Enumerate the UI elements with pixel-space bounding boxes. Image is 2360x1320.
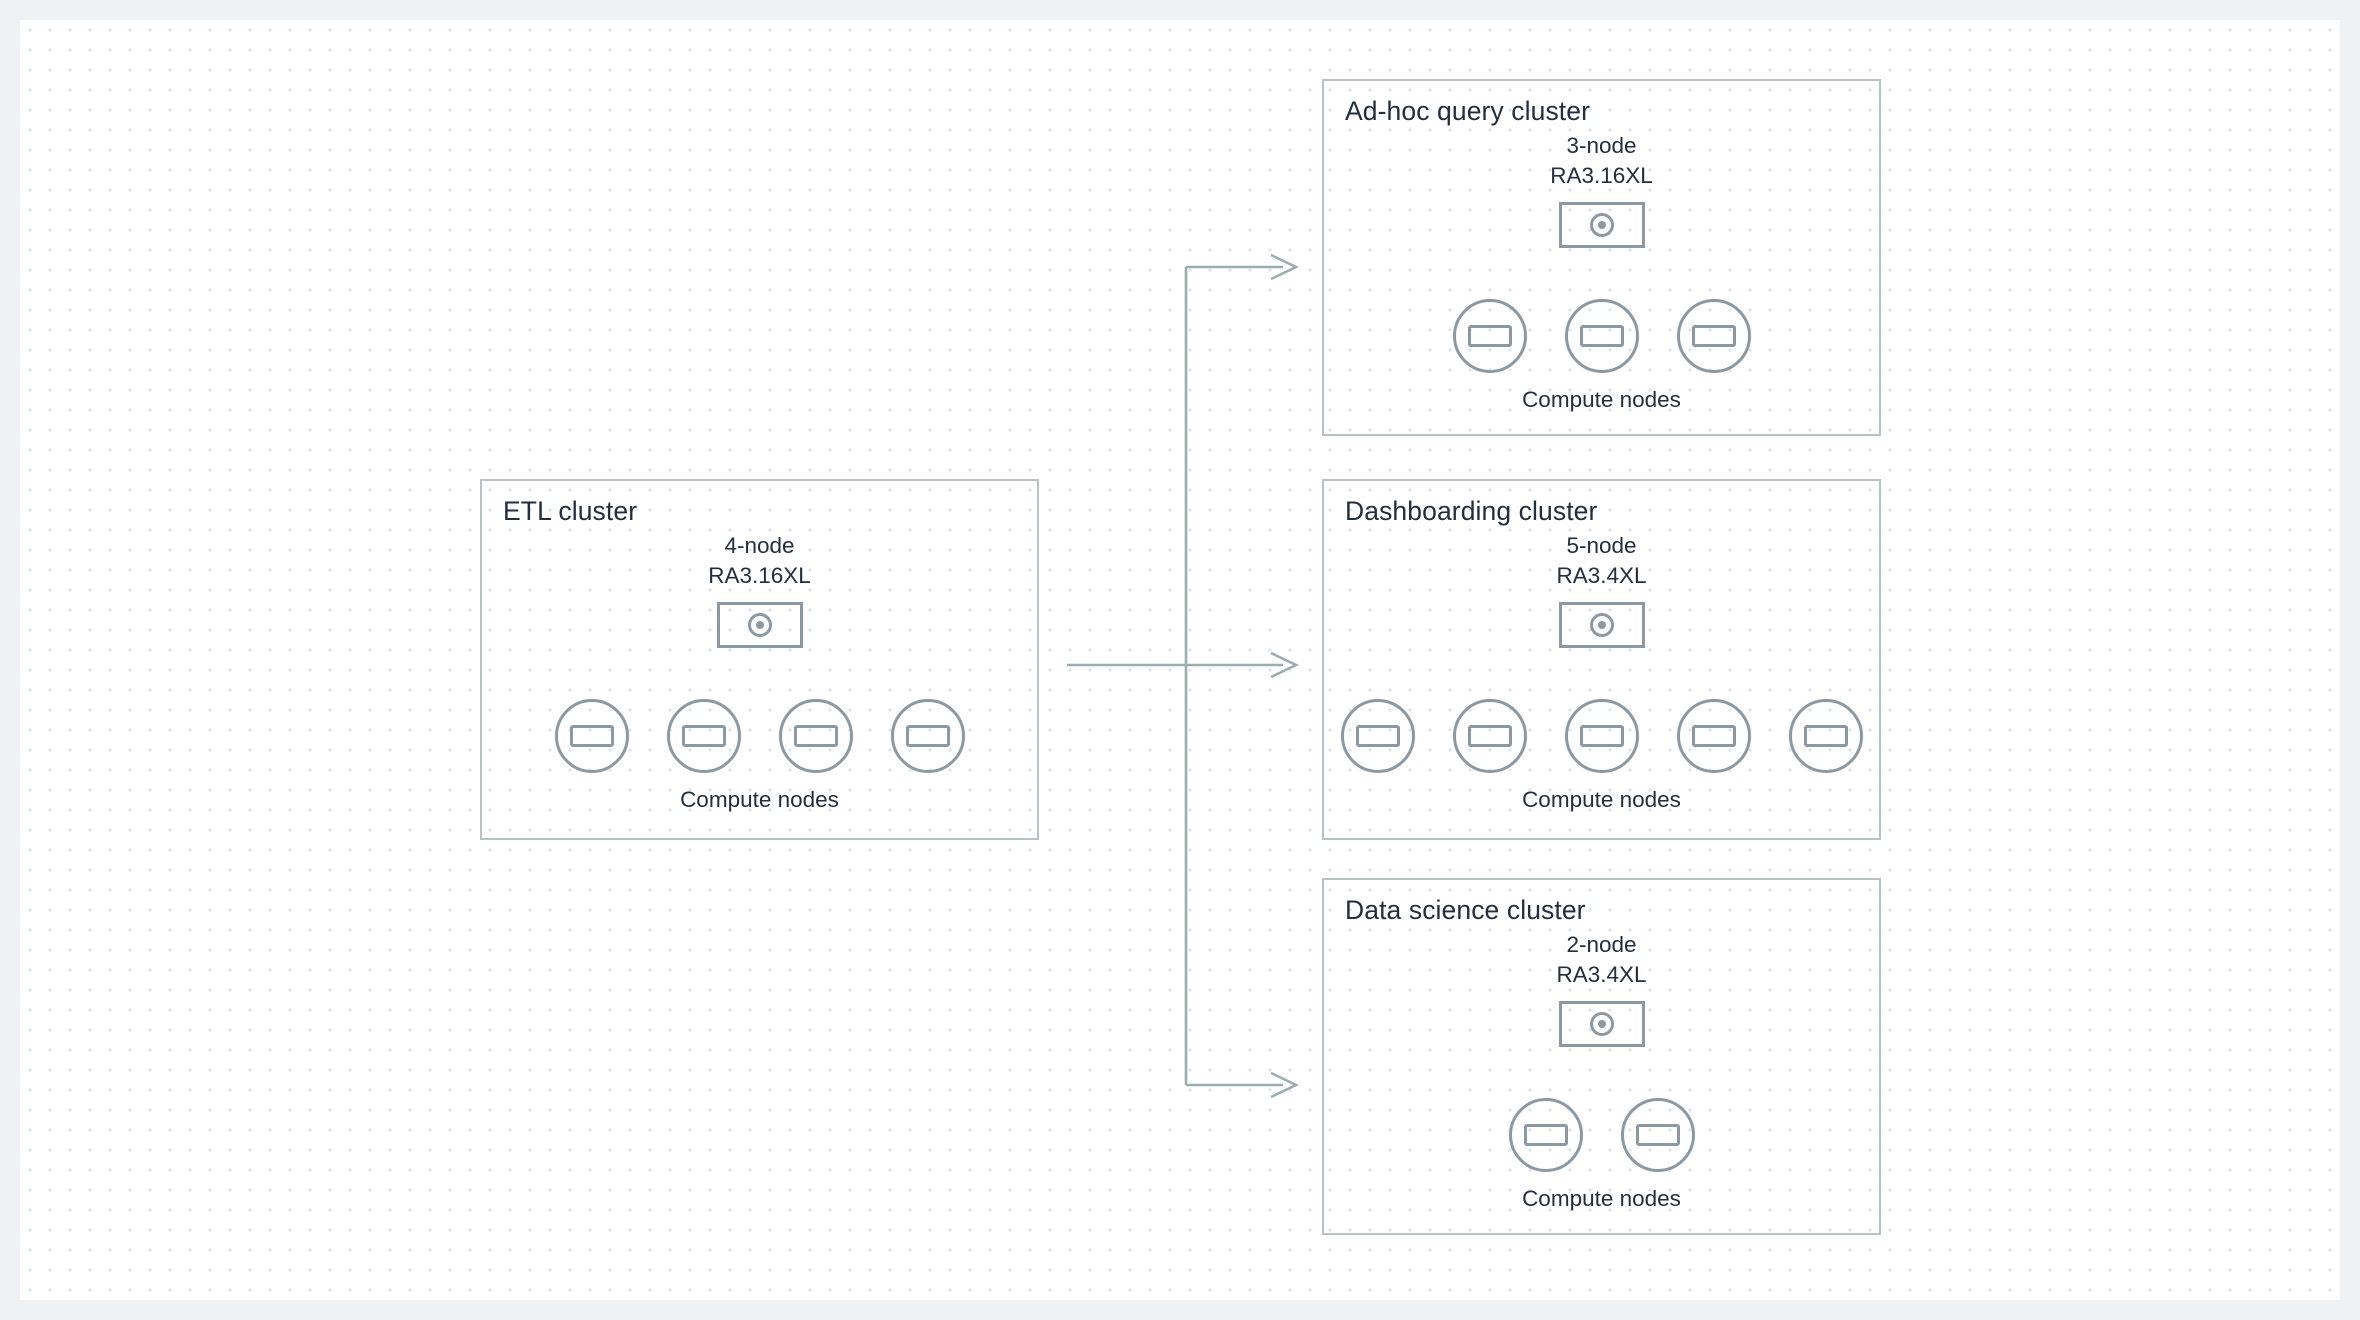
compute-node-slab-icon — [1467, 725, 1512, 747]
cluster-title-datascience: Data science cluster — [1345, 895, 1586, 925]
compute-group-adhoc: Compute nodes — [1324, 299, 1879, 414]
cluster-title-dashboarding: Dashboarding cluster — [1345, 496, 1598, 526]
leader-node-icon-adhoc[interactable] — [1558, 202, 1645, 248]
compute-node[interactable] — [1508, 1098, 1583, 1172]
compute-node[interactable] — [1340, 699, 1415, 773]
target-icon — [747, 613, 772, 637]
target-icon-center — [1597, 621, 1606, 629]
leader-node-type-datascience: RA3.4XL — [1556, 962, 1647, 987]
leader-node-type-dashboarding: RA3.4XL — [1556, 563, 1647, 588]
compute-node[interactable] — [778, 699, 853, 773]
target-icon-center — [1597, 1020, 1606, 1028]
leader-node-etl: 4-node RA3.16XL — [482, 531, 1037, 648]
leader-node-count-adhoc: 3-node — [1566, 133, 1637, 158]
cluster-box-datascience[interactable]: Data science cluster 2-node RA3.4XL Comp… — [1322, 878, 1881, 1235]
compute-node-row-dashboarding — [1340, 699, 1863, 773]
leader-node-type-adhoc: RA3.16XL — [1550, 163, 1653, 188]
compute-node[interactable] — [554, 699, 629, 773]
compute-node[interactable] — [1676, 699, 1751, 773]
compute-node-slab-icon — [1467, 325, 1512, 347]
leader-node-count-datascience: 2-node — [1566, 932, 1637, 957]
leader-node-datascience: 2-node RA3.4XL — [1324, 930, 1879, 1047]
compute-node[interactable] — [1452, 699, 1527, 773]
compute-node-slab-icon — [1355, 725, 1400, 747]
compute-group-datascience: Compute nodes — [1324, 1098, 1879, 1213]
compute-node-slab-icon — [1691, 325, 1736, 347]
compute-node-slab-icon — [1579, 725, 1624, 747]
compute-node-slab-icon — [681, 725, 726, 747]
compute-node[interactable] — [1620, 1098, 1695, 1172]
leader-node-count-dashboarding: 5-node — [1566, 533, 1637, 558]
compute-node[interactable] — [1564, 699, 1639, 773]
leader-node-count-etl: 4-node — [724, 533, 795, 558]
compute-node-slab-icon — [1803, 725, 1848, 747]
target-icon — [1589, 213, 1614, 237]
compute-nodes-caption-dashboarding: Compute nodes — [1522, 787, 1681, 812]
leader-node-dashboarding: 5-node RA3.4XL — [1324, 531, 1879, 648]
compute-node-row-adhoc — [1452, 299, 1751, 373]
compute-node[interactable] — [890, 699, 965, 773]
compute-node[interactable] — [1788, 699, 1863, 773]
compute-node[interactable] — [666, 699, 741, 773]
compute-node-slab-icon — [1523, 1124, 1568, 1146]
compute-node-slab-icon — [793, 725, 838, 747]
compute-nodes-caption-datascience: Compute nodes — [1522, 1186, 1681, 1211]
compute-node-slab-icon — [905, 725, 950, 747]
leader-node-type-etl: RA3.16XL — [708, 563, 811, 588]
compute-nodes-caption-adhoc: Compute nodes — [1522, 387, 1681, 412]
compute-group-dashboarding: Compute nodes — [1324, 699, 1879, 814]
compute-node-row-datascience — [1508, 1098, 1695, 1172]
compute-node-slab-icon — [1635, 1124, 1680, 1146]
diagram-canvas[interactable] — [20, 20, 2340, 1300]
compute-node-slab-icon — [1579, 325, 1624, 347]
cluster-title-adhoc: Ad-hoc query cluster — [1345, 96, 1591, 126]
leader-node-adhoc: 3-node RA3.16XL — [1324, 131, 1879, 248]
compute-group-etl: Compute nodes — [482, 699, 1037, 814]
leader-node-icon-datascience[interactable] — [1558, 1001, 1645, 1047]
compute-node[interactable] — [1564, 299, 1639, 373]
compute-node-row-etl — [554, 699, 965, 773]
target-icon-center — [755, 621, 764, 629]
compute-node-slab-icon — [569, 725, 614, 747]
cluster-box-adhoc[interactable]: Ad-hoc query cluster 3-node RA3.16XL Com… — [1322, 79, 1881, 436]
cluster-title-etl: ETL cluster — [503, 496, 638, 526]
compute-node-slab-icon — [1691, 725, 1736, 747]
target-icon — [1589, 1012, 1614, 1036]
compute-node[interactable] — [1676, 299, 1751, 373]
compute-nodes-caption-etl: Compute nodes — [680, 787, 839, 812]
target-icon-center — [1597, 221, 1606, 229]
compute-node[interactable] — [1452, 299, 1527, 373]
leader-node-icon-dashboarding[interactable] — [1558, 602, 1645, 648]
leader-node-icon-etl[interactable] — [716, 602, 803, 648]
cluster-box-dashboarding[interactable]: Dashboarding cluster 5-node RA3.4XL Comp… — [1322, 479, 1881, 840]
target-icon — [1589, 613, 1614, 637]
cluster-box-etl[interactable]: ETL cluster 4-node RA3.16XL Compute node… — [480, 479, 1039, 840]
